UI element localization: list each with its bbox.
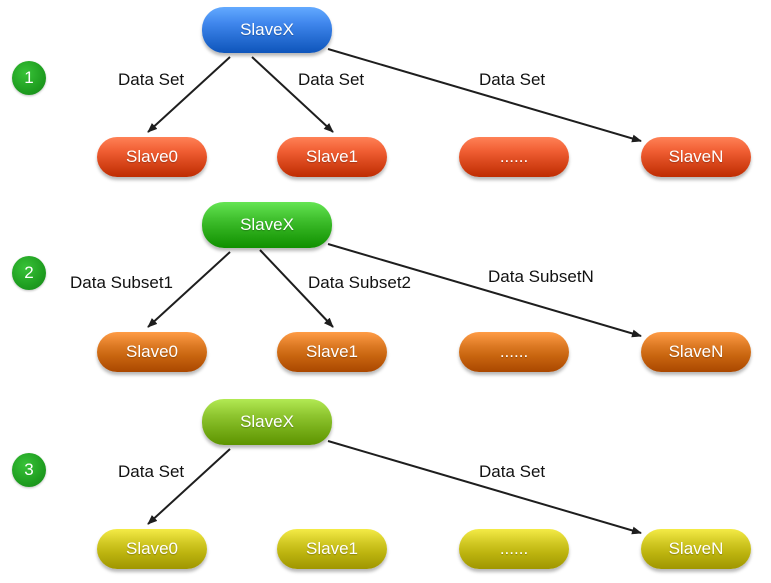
slave-node: SlaveN bbox=[641, 137, 751, 177]
slave-node: Slave0 bbox=[97, 137, 207, 177]
data-flow-arrow bbox=[147, 56, 231, 133]
slave-node: Slave1 bbox=[277, 529, 387, 569]
edge-label: Data SubsetN bbox=[488, 267, 594, 286]
edge-label: Data Subset2 bbox=[308, 273, 412, 292]
data-flow-arrow bbox=[327, 243, 642, 338]
slave-node: SlaveN bbox=[641, 332, 751, 372]
edge-label: Data Set bbox=[118, 70, 185, 89]
edge-label: Data Set bbox=[118, 462, 185, 481]
step-badge: 3 bbox=[12, 453, 46, 487]
step-badge: 2 bbox=[12, 256, 46, 290]
slave-node: Slave1 bbox=[277, 137, 387, 177]
slave-node: Slave0 bbox=[97, 332, 207, 372]
edge-label: Data Set bbox=[479, 462, 546, 481]
edge-label: Data Subset1 bbox=[70, 273, 174, 292]
slave-node: ...... bbox=[459, 332, 569, 372]
master-node: SlaveX bbox=[202, 202, 332, 248]
data-flow-arrow bbox=[327, 440, 642, 535]
slave-node: Slave1 bbox=[277, 332, 387, 372]
step-badge: 1 bbox=[12, 61, 46, 95]
master-node: SlaveX bbox=[202, 7, 332, 53]
slave-node: ...... bbox=[459, 529, 569, 569]
data-flow-arrow bbox=[251, 56, 334, 133]
slave-node: ...... bbox=[459, 137, 569, 177]
data-flow-arrow bbox=[259, 249, 334, 328]
edge-label: Data Set bbox=[479, 70, 546, 89]
data-flow-arrow bbox=[327, 48, 642, 143]
data-flow-arrow bbox=[147, 448, 231, 525]
data-flow-arrow bbox=[147, 251, 231, 328]
slave-node: SlaveN bbox=[641, 529, 751, 569]
master-node: SlaveX bbox=[202, 399, 332, 445]
slave-node: Slave0 bbox=[97, 529, 207, 569]
edge-label: Data Set bbox=[298, 70, 365, 89]
